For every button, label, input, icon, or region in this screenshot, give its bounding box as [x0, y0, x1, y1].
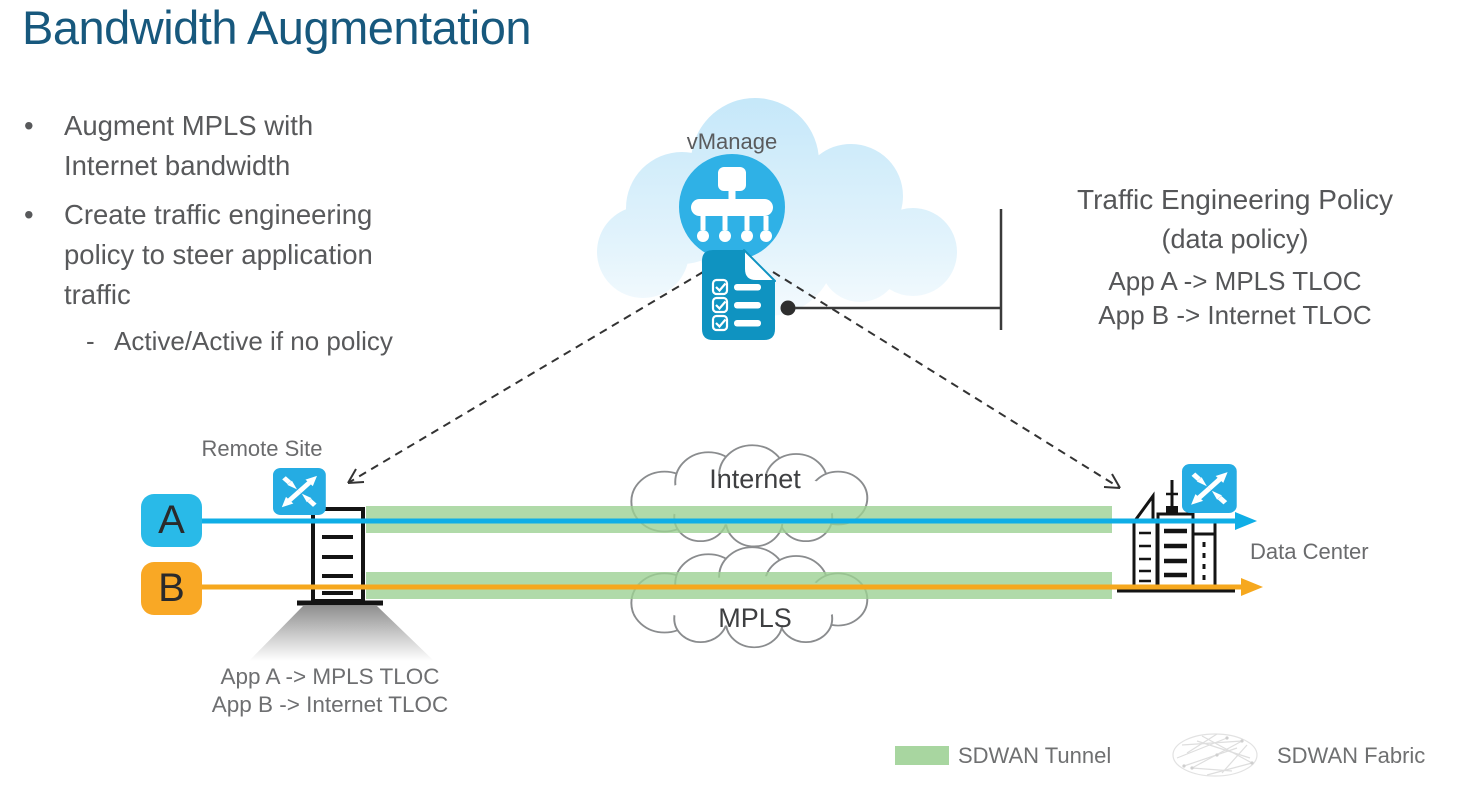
flow-line-b [200, 578, 1263, 596]
bullet-item-1: • Augment MPLS with Internet bandwidth [24, 106, 494, 186]
callout-rule-b: App B -> Internet TLOC [1098, 300, 1372, 330]
legend-tunnel-label: SDWAN Tunnel [958, 743, 1112, 768]
bullet-list: • Augment MPLS with Internet bandwidth •… [24, 106, 494, 358]
site-policy-line-1: App A -> MPLS TLOC [220, 664, 440, 689]
app-a-letter: A [158, 498, 185, 542]
data-center-label: Data Center [1250, 539, 1369, 564]
policy-document-icon [702, 249, 776, 340]
legend-fabric-label: SDWAN Fabric [1277, 743, 1426, 768]
legend-tunnel-swatch [895, 746, 949, 765]
bullet-marker: • [24, 110, 34, 141]
dashed-arrow-to-dc [772, 271, 1121, 489]
callout-subtitle: (data policy) [1161, 224, 1309, 254]
app-b-letter: B [158, 566, 185, 610]
router-icon-dc [1182, 464, 1237, 513]
flow-line-a [200, 512, 1257, 530]
callout-title: Traffic Engineering Policy [1077, 184, 1393, 215]
callout-connector [780, 209, 1003, 330]
bullet-marker: • [24, 199, 34, 230]
router-icon-remote [273, 468, 326, 515]
remote-site-shadow [249, 606, 434, 661]
vmanage-label: vManage [686, 129, 778, 154]
internet-cloud-label: Internet [709, 464, 801, 494]
datacenter-building-icon [1117, 480, 1235, 593]
app-b-badge: B [141, 562, 202, 615]
mpls-cloud-label: MPLS [718, 603, 792, 633]
callout-rule-a: App A -> MPLS TLOC [1108, 266, 1362, 296]
app-a-badge: A [141, 494, 202, 547]
bullet-text-augment: Augment MPLS with Internet bandwidth [64, 110, 314, 181]
dashed-arrow-to-remote [347, 271, 704, 484]
fabric-mesh-icon [1172, 733, 1258, 777]
remote-site-policy-text: App A -> MPLS TLOC App B -> Internet TLO… [190, 663, 470, 719]
sub-bullet-marker: - [86, 326, 95, 356]
bullet-text-policy: Create traffic engineering policy to ste… [64, 199, 373, 310]
sub-bullet-text: Active/Active if no policy [114, 326, 393, 356]
remote-site-label: Remote Site [201, 436, 323, 461]
bullet-item-2: • Create traffic engineering policy to s… [24, 195, 494, 315]
traffic-policy-callout: Traffic Engineering Policy (data policy)… [1015, 183, 1455, 332]
vmanage-node-icon [679, 154, 785, 260]
sub-bullet-item: - Active/Active if no policy [24, 324, 494, 358]
page-title: Bandwidth Augmentation [22, 1, 531, 54]
site-policy-line-2: App B -> Internet TLOC [211, 692, 449, 717]
